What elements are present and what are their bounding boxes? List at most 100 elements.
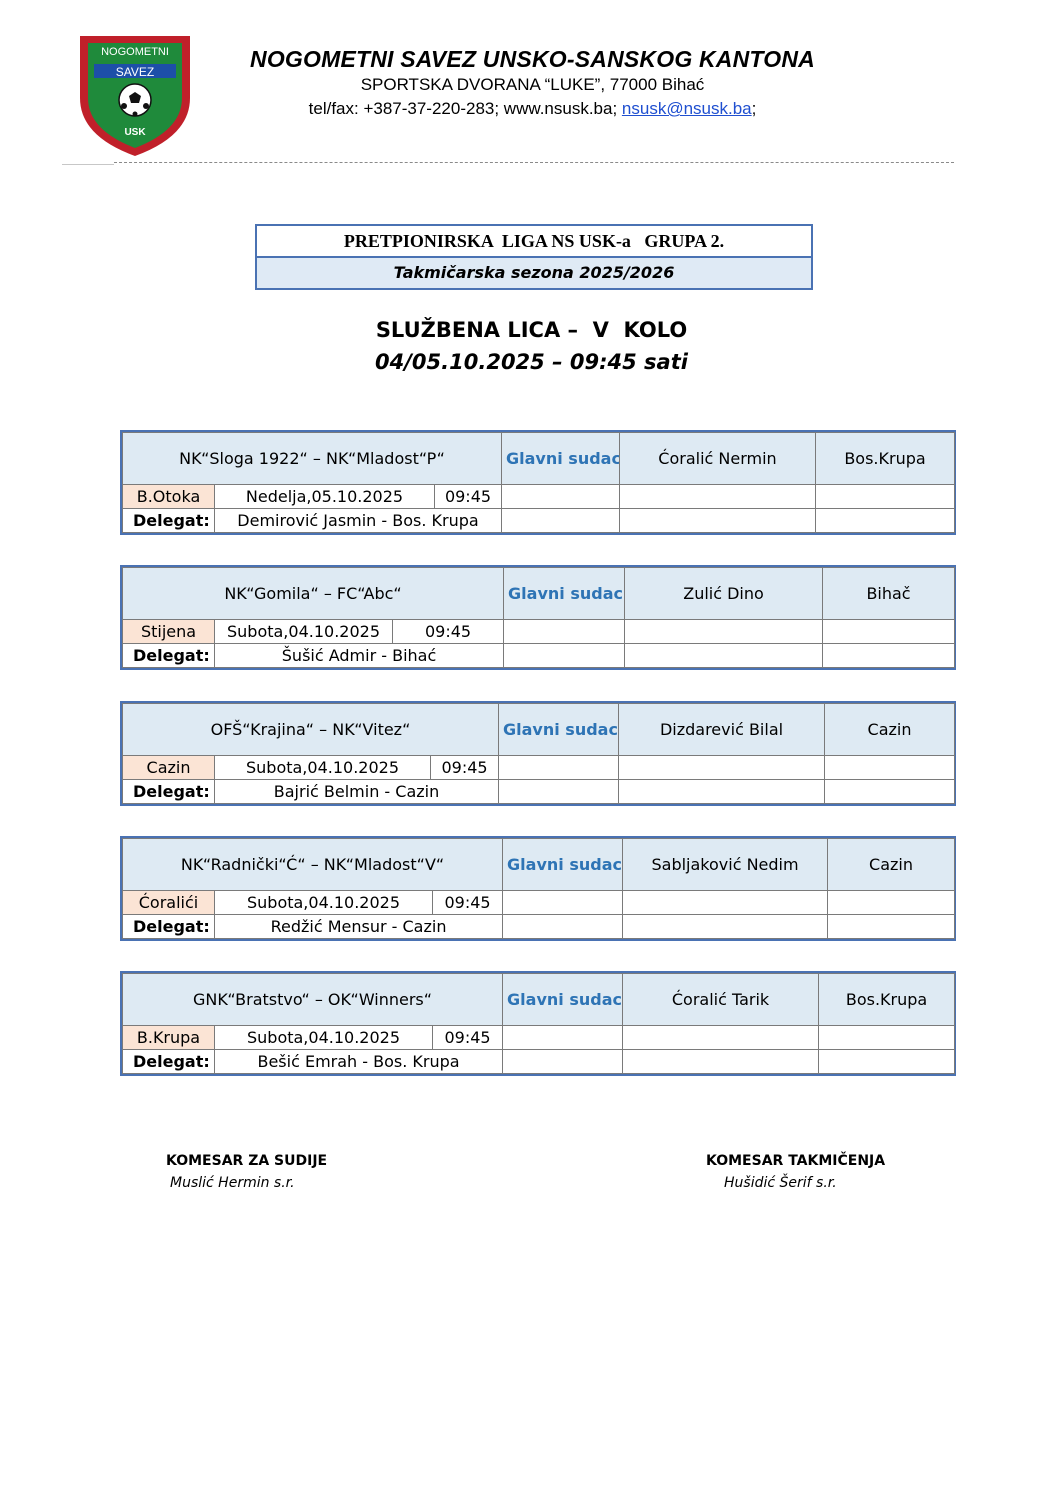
match-time: 09:45 bbox=[431, 890, 504, 915]
empty-cell bbox=[622, 1049, 820, 1074]
empty-cell bbox=[502, 914, 624, 939]
match-venue: Cazin bbox=[122, 755, 215, 780]
empty-cell bbox=[818, 1049, 956, 1074]
federation-logo: NOGOMETNI SAVEZ USK bbox=[74, 28, 196, 158]
organization-address: SPORTSKA DVORANA “LUKE”, 77000 Bihać bbox=[360, 75, 705, 94]
empty-cell bbox=[827, 914, 956, 939]
match-date: Subota,04.10.2025 bbox=[214, 755, 431, 780]
match-table: NK“Gomila“ – FC“Abc“ Glavni sudac Zulić … bbox=[120, 565, 956, 670]
match-table: NK“Radnički“Ć“ – NK“Mladost“V“ Glavni su… bbox=[120, 836, 956, 941]
delegate-label: Delegat: bbox=[122, 508, 215, 533]
contact-email-link[interactable]: nsusk@nsusk.ba bbox=[621, 99, 752, 118]
referee-role: Glavni sudac bbox=[502, 973, 624, 1026]
organization-contact: tel/fax: +387-37-220-283; www.nsusk.ba; … bbox=[200, 99, 865, 119]
empty-cell bbox=[827, 890, 956, 915]
empty-cell bbox=[822, 643, 956, 668]
referee-city: Cazin bbox=[824, 703, 956, 756]
empty-cell bbox=[624, 619, 824, 644]
match-venue: B.Otoka bbox=[122, 484, 215, 509]
match-date: Subota,04.10.2025 bbox=[214, 890, 433, 915]
logo-middle-text: SAVEZ bbox=[116, 65, 154, 79]
league-season: Takmičarska sezona 2025/2026 bbox=[257, 258, 811, 288]
referee-name: Dizdarević Bilal bbox=[618, 703, 826, 756]
empty-cell bbox=[822, 619, 956, 644]
round-date-heading: 04/05.10.2025 – 09:45 sati bbox=[375, 350, 688, 374]
league-title-box: PRETPIONIRSKA LIGA NS USK-a GRUPA 2. Tak… bbox=[255, 224, 813, 290]
football-shield-logo-icon: NOGOMETNI SAVEZ USK bbox=[80, 36, 190, 156]
referee-role: Glavni sudac bbox=[502, 838, 624, 891]
delegate-name: Bešić Emrah - Bos. Krupa bbox=[213, 1049, 504, 1074]
signature-name: Hušidić Šerif s.r. bbox=[724, 1175, 837, 1191]
empty-cell bbox=[815, 484, 955, 509]
match-fixture: NK“Sloga 1922“ – NK“Mladost“P“ bbox=[122, 432, 502, 485]
match-date: Nedelja,05.10.2025 bbox=[214, 484, 435, 509]
empty-cell bbox=[502, 1025, 624, 1050]
match-time: 09:45 bbox=[434, 484, 502, 509]
empty-cell bbox=[618, 755, 826, 780]
contact-prefix: tel/fax: +387-37-220-283; www.nsusk.ba; bbox=[308, 99, 622, 118]
match-time: 09:45 bbox=[431, 1025, 504, 1050]
empty-cell bbox=[502, 1049, 624, 1074]
referee-city: Bihač bbox=[822, 567, 956, 620]
referee-name: Ćoralić Tarik bbox=[622, 973, 820, 1026]
empty-cell bbox=[503, 619, 626, 644]
match-fixture: GNK“Bratstvo“ – OK“Winners“ bbox=[121, 973, 504, 1026]
delegate-name: Redžić Mensur - Cazin bbox=[213, 914, 504, 939]
empty-cell bbox=[824, 755, 956, 780]
empty-cell bbox=[502, 890, 624, 915]
logo-top-text: NOGOMETNI bbox=[101, 46, 169, 58]
match-venue: B.Krupa bbox=[122, 1025, 215, 1050]
empty-cell bbox=[622, 914, 829, 939]
delegate-label: Delegat: bbox=[122, 914, 215, 939]
match-fixture: OFŠ“Krajina“ – NK“Vitez“ bbox=[121, 703, 500, 756]
logo-bottom-text: USK bbox=[124, 127, 146, 138]
match-date: Subota,04.10.2025 bbox=[214, 1025, 433, 1050]
signature-competition-commissioner: KOMESAR TAKMIČENJA Hušidić Šerif s.r. bbox=[706, 1153, 885, 1191]
referee-role: Glavni sudac bbox=[501, 432, 620, 485]
empty-cell bbox=[619, 484, 816, 509]
match-time: 09:45 bbox=[429, 755, 500, 780]
empty-cell bbox=[503, 643, 626, 668]
match-fixture: NK“Radnički“Ć“ – NK“Mladost“V“ bbox=[121, 838, 504, 891]
empty-cell bbox=[815, 508, 955, 533]
signature-title: KOMESAR ZA SUDIJE bbox=[166, 1153, 328, 1169]
match-venue: Stijena bbox=[122, 619, 215, 644]
round-heading: SLUŽBENA LICA – V KOLO bbox=[375, 318, 688, 342]
match-fixture: NK“Gomila“ – FC“Abc“ bbox=[121, 567, 505, 620]
empty-cell bbox=[618, 779, 826, 804]
referee-role: Glavni sudac bbox=[503, 567, 626, 620]
referee-name: Ćoralić Nermin bbox=[619, 432, 816, 485]
empty-cell bbox=[624, 643, 824, 668]
contact-suffix: ; bbox=[751, 99, 757, 118]
match-table: OFŠ“Krajina“ – NK“Vitez“ Glavni sudac Di… bbox=[120, 701, 956, 806]
league-title: PRETPIONIRSKA LIGA NS USK-a GRUPA 2. bbox=[257, 226, 811, 258]
signature-name: Muslić Hermin s.r. bbox=[170, 1175, 295, 1191]
header-separator-dashed bbox=[114, 162, 954, 163]
referee-city: Bos.Krupa bbox=[818, 973, 956, 1026]
empty-cell bbox=[501, 484, 620, 509]
referee-city: Bos.Krupa bbox=[815, 432, 955, 485]
delegate-name: Bajrić Belmin - Cazin bbox=[213, 779, 500, 804]
empty-cell bbox=[501, 508, 620, 533]
delegate-name: Šušić Admir - Bihać bbox=[213, 643, 505, 668]
organization-title: NOGOMETNI SAVEZ UNSKO-SANSKOG KANTONA bbox=[250, 46, 815, 72]
empty-cell bbox=[498, 779, 620, 804]
signature-referee-commissioner: KOMESAR ZA SUDIJE Muslić Hermin s.r. bbox=[166, 1153, 327, 1191]
signature-title: KOMESAR TAKMIČENJA bbox=[706, 1153, 886, 1169]
match-venue: Ćoralići bbox=[122, 890, 215, 915]
header-separator-solid bbox=[62, 164, 114, 165]
match-date: Subota,04.10.2025 bbox=[214, 619, 393, 644]
match-time: 09:45 bbox=[391, 619, 505, 644]
empty-cell bbox=[622, 1025, 820, 1050]
match-table: GNK“Bratstvo“ – OK“Winners“ Glavni sudac… bbox=[120, 971, 956, 1076]
match-table: NK“Sloga 1922“ – NK“Mladost“P“ Glavni su… bbox=[120, 430, 956, 535]
empty-cell bbox=[498, 755, 620, 780]
referee-name: Zulić Dino bbox=[624, 567, 824, 620]
delegate-name: Demirović Jasmin - Bos. Krupa bbox=[214, 508, 502, 533]
referee-name: Sabljaković Nedim bbox=[622, 838, 829, 891]
delegate-label: Delegat: bbox=[122, 643, 215, 668]
empty-cell bbox=[622, 890, 829, 915]
delegate-label: Delegat: bbox=[122, 1049, 215, 1074]
empty-cell bbox=[619, 508, 816, 533]
delegate-label: Delegat: bbox=[122, 779, 215, 804]
